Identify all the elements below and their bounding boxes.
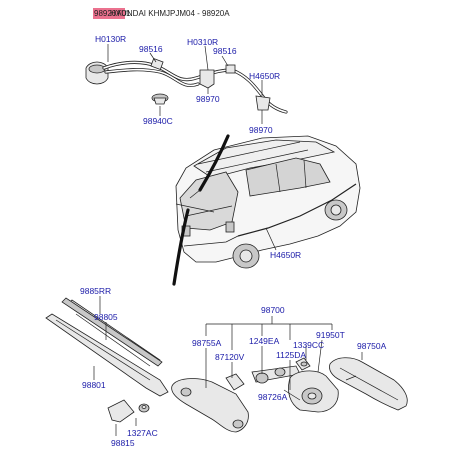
callout-91950t[interactable]: 91950T: [316, 330, 345, 340]
callout-98750a[interactable]: 98750A: [357, 341, 387, 351]
callout-87120v[interactable]: 87120V: [215, 352, 245, 362]
callout-98801[interactable]: 98801: [82, 380, 106, 390]
callout-9885rr[interactable]: 9885RR: [80, 286, 112, 296]
callout-98726a[interactable]: 98726A: [258, 392, 288, 402]
diagram-caption: HYUNDAI KHMJPJM04 - 98920A: [110, 9, 230, 18]
callout-h4650r-top[interactable]: H4650R: [249, 71, 281, 81]
callout-h4650r-mid[interactable]: H4650R: [270, 250, 302, 260]
callout-1249ea[interactable]: 1249EA: [249, 336, 280, 346]
callout-98815[interactable]: 98815: [111, 438, 135, 448]
callout-1125da[interactable]: 1125DA: [276, 350, 307, 360]
callout-98755a[interactable]: 98755A: [192, 338, 222, 348]
washer-hose-assembly: [85, 58, 288, 114]
callout-h0310r[interactable]: H0310R: [187, 37, 219, 47]
vehicle-illustration: [172, 134, 361, 286]
callout-98516-left[interactable]: 98516: [139, 44, 163, 54]
callout-1339cc[interactable]: 1339CC: [293, 340, 325, 350]
callout-1327ac[interactable]: 1327AC: [127, 428, 158, 438]
wiper-motor-assembly: [171, 357, 408, 433]
callout-98970-left[interactable]: 98970: [196, 94, 220, 104]
callout-98805[interactable]: 98805: [94, 312, 118, 322]
part-number-highlight: [93, 8, 125, 19]
callout-h0130r[interactable]: H0130R: [95, 34, 127, 44]
highlighted-part-number[interactable]: 98920A01: [94, 9, 131, 18]
wiper-blade-arm: [45, 297, 169, 423]
callout-98700[interactable]: 98700: [261, 305, 285, 315]
callout-98516-right[interactable]: 98516: [213, 46, 237, 56]
callout-98940c[interactable]: 98940C: [143, 116, 173, 126]
callout-98970-right[interactable]: 98970: [249, 125, 273, 135]
leader-lines-bottom: [93, 296, 363, 436]
leader-lines-top: [107, 44, 263, 124]
